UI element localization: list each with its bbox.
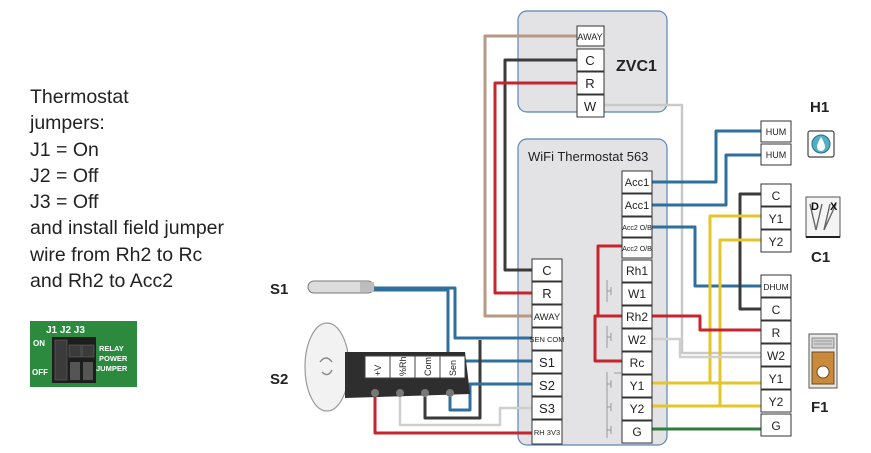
- f1-terminal-r: R: [772, 326, 781, 340]
- furnace-icon: [808, 333, 838, 389]
- zvc-title: ZVC1: [616, 58, 657, 75]
- note-line: J2 = Off: [30, 164, 99, 187]
- tstat-terminal-y1: Y1: [630, 379, 645, 393]
- tstat-terminal-g: G: [632, 425, 641, 439]
- wire-s1-sensor: [372, 286, 532, 340]
- wire-acc2-blue: [652, 225, 761, 288]
- c1-terminal-y2: Y2: [769, 235, 784, 249]
- svg-text:X: X: [830, 201, 838, 213]
- s1-label: S1: [270, 281, 288, 298]
- s2-sensor: S2 +V %Rh Com Sen: [270, 322, 470, 412]
- f1-terminal-g: G: [771, 419, 780, 433]
- c1-terminal-y1: Y1: [769, 212, 784, 226]
- s2-terminal-sen: Sen: [448, 360, 458, 376]
- tstat-terminal-w2: W2: [628, 333, 646, 347]
- relay-contacts: [606, 280, 622, 438]
- jumper-instructions: Thermostat jumpers: J1 = On J2 = Off J3 …: [30, 84, 290, 294]
- condenser-c1: C Y1 Y2 D X C1: [760, 183, 841, 266]
- note-line: J1 = On: [30, 138, 99, 161]
- jumper-off: OFF: [32, 368, 48, 377]
- tstat-terminal-c: C: [542, 263, 551, 278]
- zvc-terminal-c: C: [585, 53, 594, 68]
- jumper-header: J1 J2 J3: [46, 325, 85, 336]
- zvc-terminal-away: AWAY: [577, 32, 602, 42]
- tstat-terminal-s3: S3: [539, 401, 555, 416]
- note-line: Thermostat: [30, 86, 129, 108]
- s2-terminal-rh: %Rh: [398, 356, 408, 376]
- wire-c-black: [503, 58, 577, 272]
- wire-c1-black: [738, 192, 761, 311]
- tstat-terminal-rh1: Rh1: [626, 264, 648, 278]
- tstat-terminal-acc1-a: Acc1: [625, 177, 649, 189]
- thermostat-left-terminals: C R AWAY SEN COM S1 S2 S3 RH 3V3: [529, 258, 565, 445]
- wire-s2-rh-red: [373, 397, 532, 435]
- jumper-board: J1 J2 J3 ON OFF RELAY POWER JUMPER: [30, 321, 137, 387]
- zvc-terminal-w: W: [584, 99, 597, 114]
- jumper-power: POWER: [99, 354, 128, 363]
- tstat-terminal-acc1-b: Acc1: [625, 200, 649, 212]
- s2-label: S2: [270, 371, 288, 388]
- wire-acc1-blue-b: [652, 153, 761, 207]
- tstat-terminal-r: R: [542, 286, 551, 301]
- note-line: and Rh2 to Acc2: [30, 270, 174, 293]
- h1-label: H1: [810, 99, 829, 116]
- wires: [372, 34, 762, 435]
- hum-terminal-a: HUM: [766, 127, 787, 137]
- tstat-terminal-rc: Rc: [630, 356, 645, 370]
- thermostat-right-terminals: Acc1 Acc1 Acc2 O/B Acc2 O/B Rh1 W1 Rh2 W…: [621, 170, 653, 444]
- wire-y1-yellow-c1: [708, 214, 761, 383]
- condenser-icon: D X: [805, 196, 841, 238]
- hum-terminal-b: HUM: [766, 150, 787, 160]
- f1-terminal-dhum: DHUM: [763, 282, 789, 292]
- c1-terminal-c: C: [772, 189, 781, 203]
- f1-terminal-w2: W2: [767, 349, 785, 363]
- tstat-terminal-s2: S2: [539, 378, 555, 393]
- zvc-terminal-r: R: [585, 76, 594, 91]
- jumper-on: ON: [33, 339, 45, 348]
- wire-w-white: [603, 103, 762, 355]
- field-jumper-rh2-rc: [593, 314, 622, 363]
- humidifier: HUM HUM H1: [760, 99, 835, 166]
- tstat-terminal-sen-com: SEN COM: [529, 335, 564, 344]
- wire-s1-sensor-2: [372, 288, 532, 363]
- f1-label: F1: [811, 399, 829, 416]
- tstat-terminal-w1: W1: [628, 287, 646, 301]
- c1-label: C1: [811, 249, 830, 266]
- wire-rh2-red: [652, 314, 761, 332]
- tstat-terminal-s1: S1: [539, 355, 555, 370]
- thermostat-title: WiFi Thermostat 563: [528, 149, 648, 164]
- f1-terminal-c: C: [772, 303, 781, 317]
- svg-text:D: D: [811, 201, 819, 213]
- tstat-terminal-rh2: Rh2: [626, 310, 648, 324]
- tstat-terminal-rh-3v3: RH 3V3: [534, 428, 560, 437]
- wire-y2-yellow-c1: [718, 238, 761, 406]
- s1-sensor: S1: [270, 280, 375, 298]
- furnace-f1: DHUM C R W2 Y1 Y2 G F1: [760, 274, 838, 437]
- wire-w2-white: [652, 337, 761, 359]
- wire-s2-com-black: [423, 340, 482, 420]
- s2-terminal-v: +V: [373, 365, 383, 376]
- note-line: jumpers:: [30, 112, 105, 135]
- jumper-relay: RELAY: [99, 344, 124, 353]
- f1-terminal-y2: Y2: [769, 395, 784, 409]
- tstat-terminal-away: AWAY: [534, 312, 561, 323]
- wire-r-red: [493, 81, 577, 295]
- note-line: wire from Rh2 to Rc: [30, 243, 203, 266]
- wire-s2-pctrh-white: [398, 397, 532, 427]
- note-line: J3 = Off: [30, 191, 99, 214]
- f1-terminal-y1: Y1: [769, 372, 784, 386]
- tstat-terminal-y2: Y2: [630, 402, 645, 416]
- zvc-terminals: AWAY C R W: [576, 25, 605, 118]
- tstat-terminal-acc2-a: Acc2 O/B: [622, 225, 652, 232]
- s2-dome: [304, 322, 350, 412]
- wire-away-brown: [483, 34, 577, 318]
- s2-terminal-com: Com: [423, 357, 433, 376]
- tstat-terminal-acc2-b: Acc2 O/B: [622, 246, 652, 253]
- wire-acc1-blue-a: [652, 129, 761, 184]
- note-line: and install field jumper: [30, 217, 225, 240]
- wire-s2-sen-blue: [448, 382, 532, 412]
- jumper-jumper: JUMPER: [96, 364, 128, 373]
